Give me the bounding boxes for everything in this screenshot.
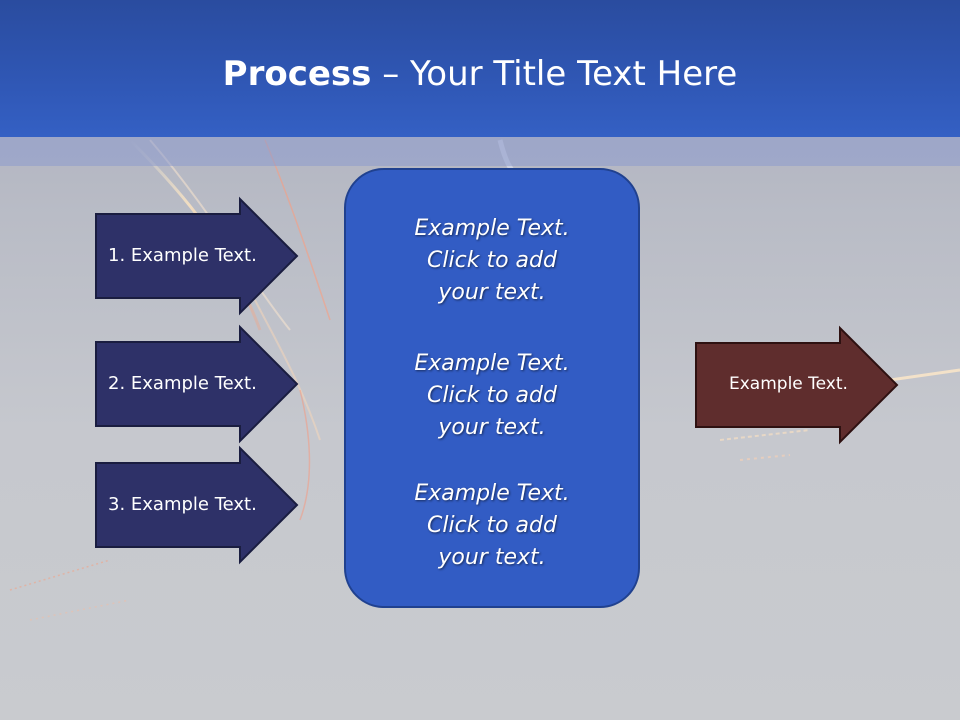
title-rest: Your Title Text Here (410, 54, 738, 94)
input-arrow-3[interactable] (95, 445, 299, 565)
input-arrow-3-label: 3. Example Text. (108, 494, 257, 515)
title-dash: – (371, 54, 411, 94)
light-streak (719, 429, 811, 441)
light-streak (254, 299, 321, 441)
slide-title[interactable]: Process – Your Title Text Here (0, 52, 960, 96)
center-text-line: Click to add (427, 513, 557, 538)
output-arrow[interactable] (695, 325, 899, 445)
center-text-block-2[interactable]: Example Text. Click to add your text. (344, 348, 640, 444)
output-arrow-label: Example Text. (729, 374, 848, 394)
center-text-line: Click to add (427, 248, 557, 273)
center-process-box[interactable] (344, 168, 640, 608)
input-arrow-2-label: 2. Example Text. (108, 373, 257, 394)
center-text-line: Click to add (427, 383, 557, 408)
light-streak (739, 454, 791, 461)
light-streak (29, 599, 131, 621)
center-text-line: your text. (438, 545, 546, 570)
light-streak (299, 389, 311, 521)
center-text-line: your text. (438, 415, 546, 440)
title-bold-part: Process (222, 54, 372, 94)
input-arrow-1-label: 1. Example Text. (108, 245, 257, 266)
title-band (0, 137, 960, 166)
input-arrow-1[interactable] (95, 196, 299, 316)
center-text-line: your text. (438, 280, 546, 305)
input-arrow-2[interactable] (95, 324, 299, 444)
center-text-line: Example Text. (414, 481, 570, 506)
center-text-line: Example Text. (414, 216, 570, 241)
light-streak (889, 368, 960, 382)
center-text-block-3[interactable]: Example Text. Click to add your text. (344, 478, 640, 574)
center-text-block-1[interactable]: Example Text. Click to add your text. (344, 213, 640, 309)
center-text-line: Example Text. (414, 351, 570, 376)
title-bar (0, 0, 960, 137)
